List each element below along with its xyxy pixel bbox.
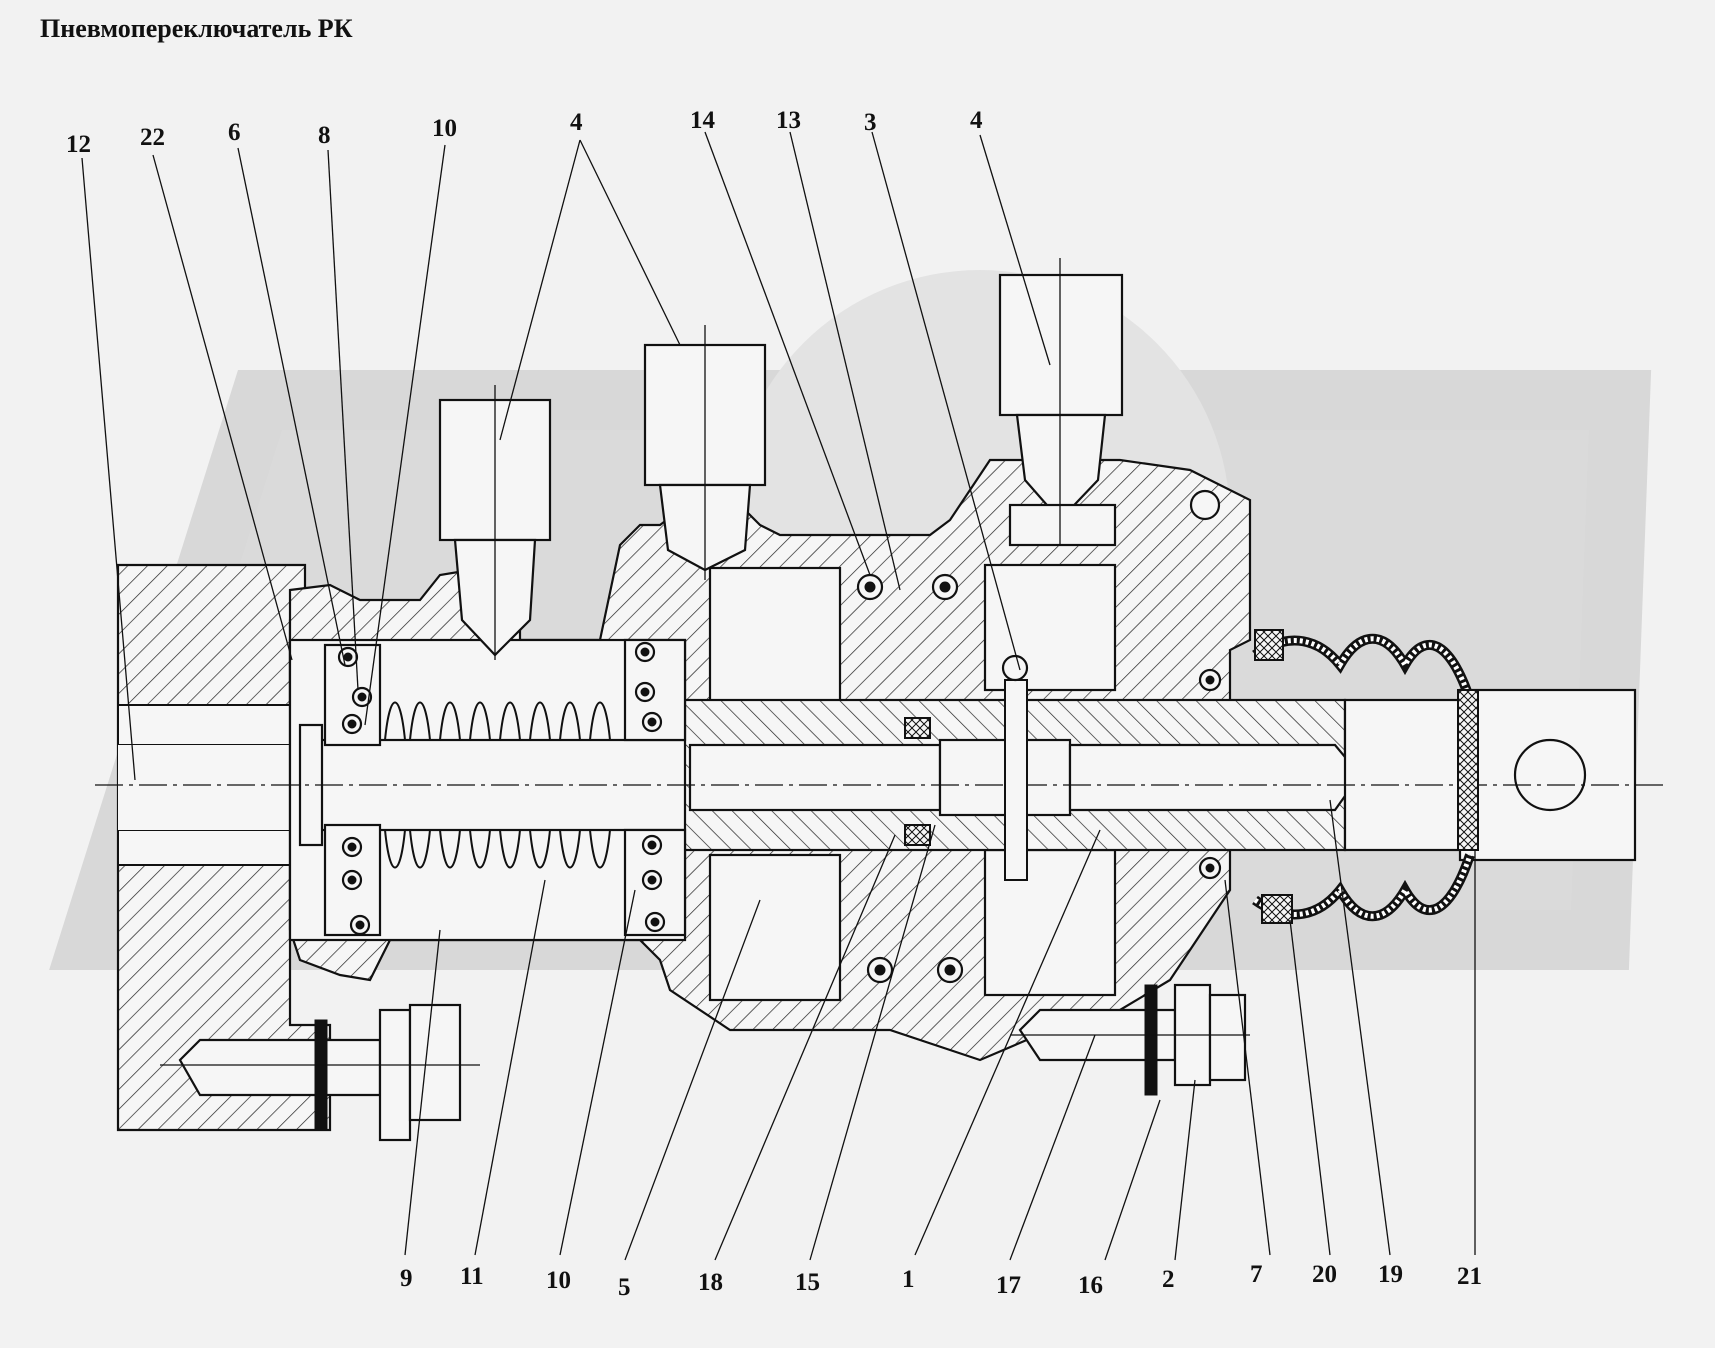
callout-1: 1 [902, 1266, 915, 1293]
bolt-right [1010, 983, 1250, 1096]
callout-22: 22 [140, 124, 165, 151]
spring-lower [384, 829, 611, 869]
callout-13: 13 [776, 107, 801, 134]
callout-4-right: 4 [970, 107, 983, 134]
callouts-top: 12 22 6 8 10 4 14 13 3 4 [66, 107, 983, 158]
callout-4-left: 4 [570, 109, 583, 136]
leader-lines [81, 131, 1476, 1261]
callout-5: 5 [618, 1274, 631, 1301]
callout-12: 12 [66, 131, 91, 158]
mounting-block [116, 563, 332, 1132]
callout-17: 17 [996, 1272, 1021, 1299]
valve-left [438, 385, 552, 660]
valve-middle [643, 325, 767, 580]
callout-6: 6 [228, 119, 241, 146]
callout-10-top: 10 [432, 115, 457, 142]
callout-3: 3 [864, 109, 877, 136]
callout-11: 11 [460, 1263, 484, 1290]
callout-21: 21 [1457, 1263, 1482, 1290]
seals [904, 654, 1029, 881]
callout-16: 16 [1078, 1272, 1103, 1299]
callout-19: 19 [1378, 1261, 1403, 1288]
bellows [1252, 629, 1479, 924]
spring-upper [384, 701, 611, 741]
o-rings [337, 573, 1222, 984]
callout-15: 15 [795, 1269, 820, 1296]
callout-8: 8 [318, 122, 331, 149]
callouts-bottom: 9 11 10 5 18 15 1 17 16 2 7 20 19 21 [400, 1261, 1482, 1301]
callout-7: 7 [1250, 1261, 1263, 1288]
bolt-left [160, 1003, 480, 1142]
callout-2: 2 [1162, 1266, 1175, 1293]
callout-10-bottom: 10 [546, 1267, 571, 1294]
callout-14: 14 [690, 107, 716, 134]
callout-18: 18 [698, 1269, 723, 1296]
callout-20: 20 [1312, 1261, 1337, 1288]
page-title: Пневмопереключатель РК [40, 14, 353, 43]
bolt-hole [1189, 489, 1221, 521]
valve-right [998, 258, 1124, 547]
callout-9: 9 [400, 1265, 413, 1292]
